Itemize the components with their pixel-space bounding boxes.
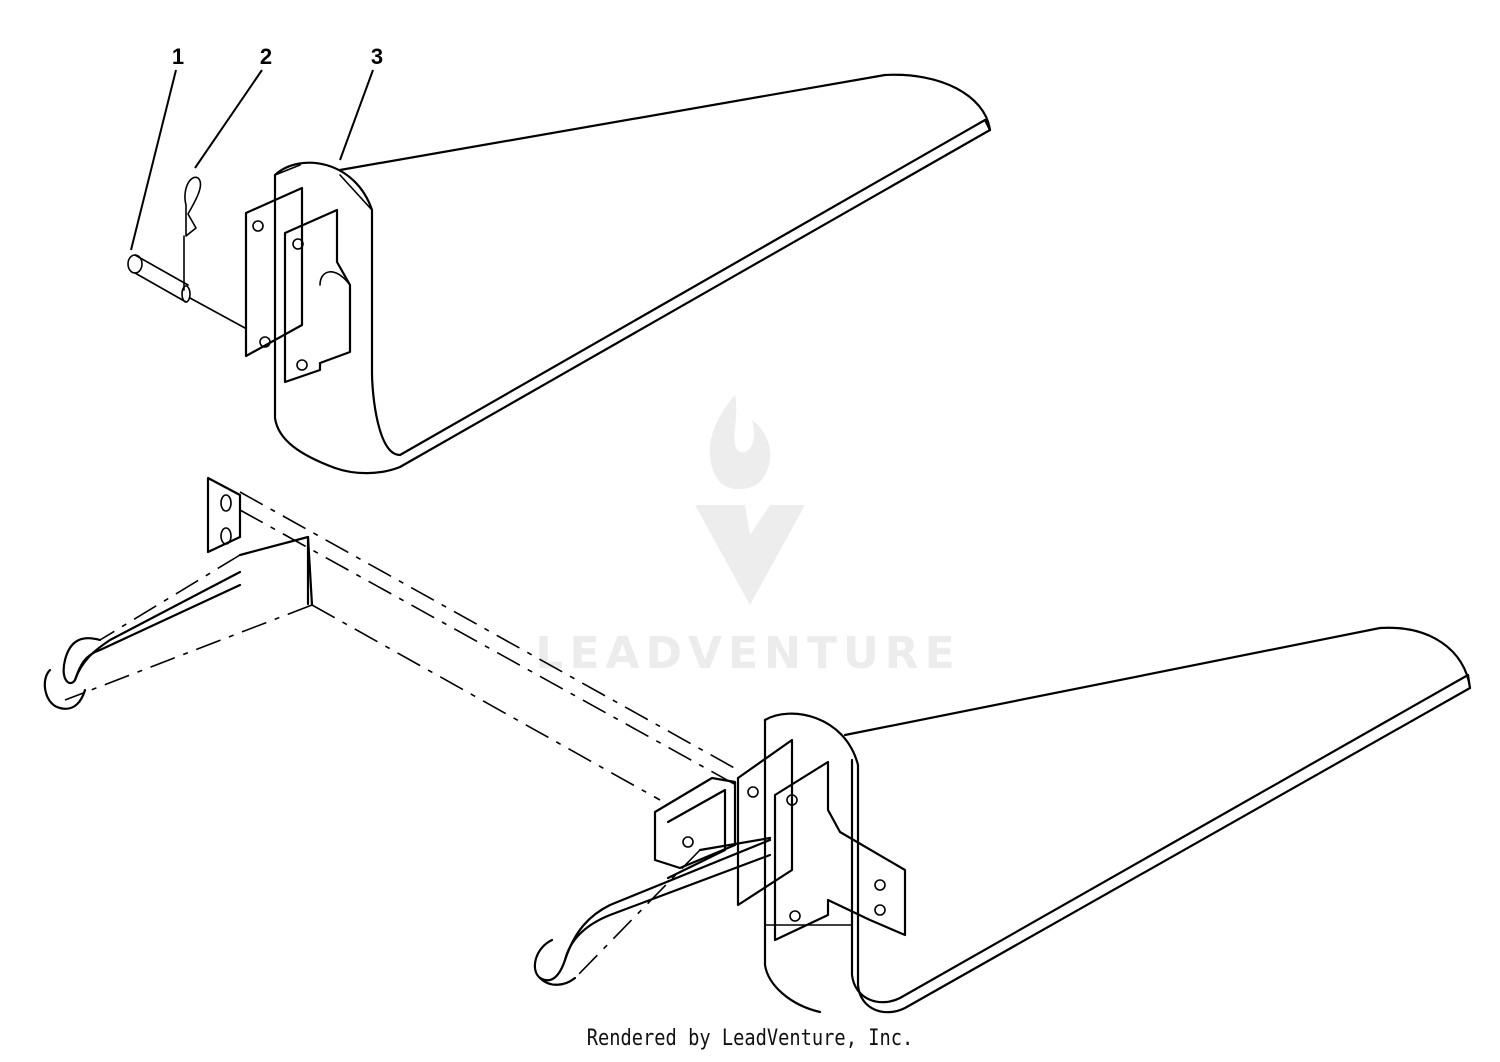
lower-fork: [653, 626, 1472, 1014]
watermark-text: LEADVENTURE: [535, 628, 960, 679]
upper-fork: [244, 73, 992, 475]
callout-2: 2: [260, 44, 272, 69]
callout-1: 1: [172, 44, 184, 69]
callouts: 1 2 3: [130, 44, 383, 251]
alignment-lines: [64, 491, 739, 979]
leadventure-watermark: LEADVENTURE: [535, 395, 960, 679]
v-logo-icon: [695, 505, 805, 605]
flame-icon: [709, 395, 771, 490]
clevis-pin: [127, 254, 246, 329]
leader-line-3: [339, 69, 374, 161]
footer-credit: Rendered by LeadVenture, Inc.: [586, 1026, 914, 1051]
callout-3: 3: [371, 44, 383, 69]
hairpin-clip: [183, 176, 202, 291]
leader-line-1: [130, 69, 177, 251]
carriage-bar: [43, 476, 772, 986]
leader-line-2: [194, 69, 263, 169]
